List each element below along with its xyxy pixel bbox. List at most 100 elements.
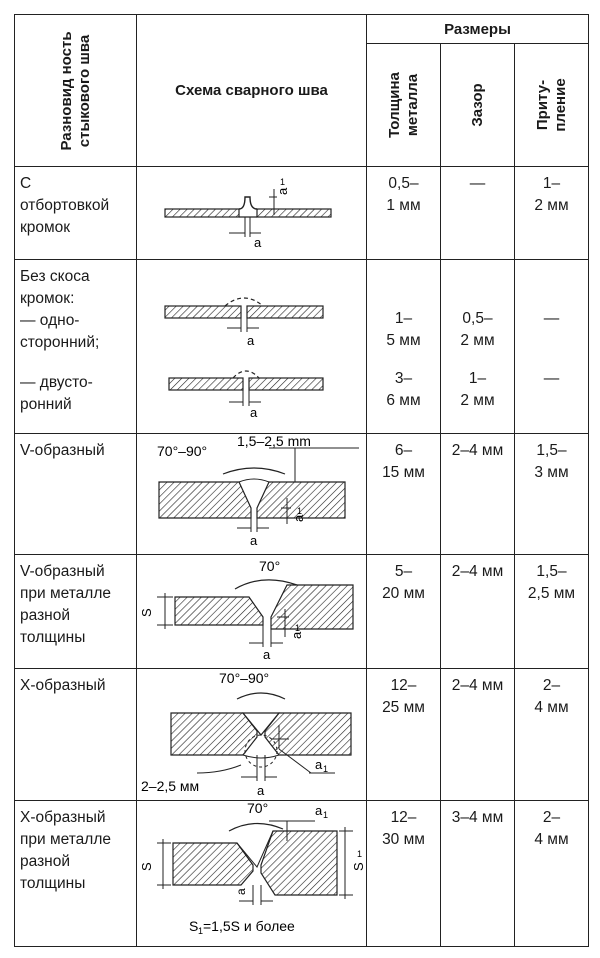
label-a1: a [291, 514, 306, 522]
value-line: 12– [390, 677, 417, 694]
value-line: 5 мм [386, 332, 421, 349]
thickness-cell: 12– 30 мм [366, 800, 441, 947]
label-a1: a [315, 803, 323, 818]
thickness-cell: 12– 25 мм [366, 668, 441, 801]
value-line: 4 мм [534, 699, 569, 716]
kind-line: ронний [20, 396, 72, 413]
kind-line: разной [20, 607, 71, 624]
header-bluntness-cell: Приту- пление [514, 43, 589, 167]
value-line: 2 мм [534, 197, 569, 214]
value-line: 4 мм [534, 831, 569, 848]
label-angle: 70°–90° [219, 670, 269, 686]
label-a1-sub: 1 [297, 506, 302, 516]
header-gap: Зазор [468, 83, 486, 127]
value-line: — [543, 370, 560, 387]
value-line: 1 мм [386, 197, 421, 214]
kind-line: кромок: [20, 290, 75, 307]
value-line: 1,5– [536, 442, 567, 459]
label-a: a [257, 783, 265, 798]
kind-cell: С отбортовкой кромок [14, 166, 137, 260]
bluntness-cell: 2– 4 мм [514, 800, 589, 947]
table-row: X-образный при металле разной толщины [14, 800, 589, 947]
label-a: a [234, 888, 248, 895]
value-line: 0,5– [388, 175, 419, 192]
header-kind-cell: Разновид ность стыкового шва [14, 14, 137, 167]
table-row: V-образный при металле разной толщины [14, 554, 589, 669]
kind-line: при металле [20, 831, 111, 848]
v-weld-scheme: 70°–90° 1,5–2,5 mm a a 1 [136, 433, 367, 555]
label-a: a [254, 235, 262, 250]
header-gap-cell: Зазор [440, 43, 515, 167]
bluntness-cell: 1– 2 мм [514, 166, 589, 260]
kind-line: X-образный [20, 809, 106, 826]
kind-line: — двусто- [20, 374, 93, 391]
v-weld-diagram: 70°–90° 1,5–2,5 mm a a 1 [157, 434, 359, 548]
table-row: V-образный [14, 433, 589, 555]
header-bluntness: Приту- пление [533, 78, 569, 132]
value-line: 2– [542, 809, 561, 826]
label-angle: 70°–90° [157, 443, 207, 459]
value-line: 2– [542, 677, 561, 694]
value-line: 1– [394, 310, 413, 327]
value-line: 2–4 мм [451, 442, 504, 459]
value-line: 20 мм [382, 585, 425, 602]
bluntness-cell: 1,5– 2,5 мм [514, 554, 589, 669]
value-line: 2–4 мм [451, 677, 504, 694]
kind-line: разной [20, 853, 71, 870]
gap-cell: — [440, 166, 515, 260]
table-row: X-образный [14, 668, 589, 801]
header-dimensions: Размеры [366, 14, 589, 44]
kind-line: — одно- [20, 312, 80, 329]
label-s1: S [351, 862, 366, 871]
thickness-cell: 1– 5 мм 3– 6 мм [366, 259, 441, 434]
gap-cell: 2–4 мм [440, 554, 515, 669]
label-a-double: a [250, 405, 258, 420]
value-line: 15 мм [382, 464, 425, 481]
value-line: 3 мм [534, 464, 569, 481]
butt-weld-table: Разновид ность стыкового шва Схема сварн… [14, 14, 589, 947]
thickness-cell: 6– 15 мм [366, 433, 441, 555]
label-s1-sub: 1 [357, 849, 362, 859]
kind-cell: Без скоса кромок: — одно- сторонний; — д… [14, 259, 137, 434]
value-line: — [469, 175, 486, 192]
value-line: 30 мм [382, 831, 425, 848]
label-a: a [247, 333, 255, 348]
value-line: 1– [468, 370, 487, 387]
label-a1: a [289, 631, 304, 639]
label-a1-sub: 1 [280, 177, 285, 187]
gap-cell: 0,5– 2 мм 1– 2 мм [440, 259, 515, 434]
label-a: a [263, 647, 271, 662]
gap-cell: 3–4 мм [440, 800, 515, 947]
kind-line: сторонний; [20, 334, 100, 351]
value-line: 3–4 мм [451, 809, 504, 826]
kind-line: толщины [20, 629, 86, 646]
kind-line: отбортовкой [20, 197, 110, 214]
v-weld-unequal-diagram: 70° S a a 1 [139, 558, 354, 662]
value-line: 3– [394, 370, 413, 387]
value-line: 6– [394, 442, 413, 459]
label-a1: a [275, 187, 290, 195]
value-line: 2,5 мм [527, 585, 576, 602]
bluntness-cell: — — [514, 259, 589, 434]
kind-line: V-образный [20, 442, 105, 459]
kind-line: кромок [20, 219, 71, 236]
table-row: Без скоса кромок: — одно- сторонний; — д… [14, 259, 589, 434]
kind-line: Без скоса [20, 268, 90, 285]
header-scheme: Схема сварного шва [136, 14, 367, 167]
kind-line: при металле [20, 585, 111, 602]
kind-line: V-образный [20, 563, 105, 580]
label-angle: 70° [259, 558, 280, 574]
label-a1: a [315, 757, 323, 772]
v-weld-unequal-scheme: 70° S a a 1 [136, 554, 367, 669]
label-s: S [139, 862, 154, 871]
value-line: 6 мм [386, 392, 421, 409]
x-weld-unequal-scheme: 70° a 1 S S 1 a S 1 =1,5S и более [136, 800, 367, 947]
value-line: 0,5– [462, 310, 493, 327]
label-s: S [139, 608, 154, 617]
label-a1-sub: 1 [323, 810, 328, 820]
value-line: 12– [390, 809, 417, 826]
bluntness-cell: 1,5– 3 мм [514, 433, 589, 555]
kind-cell: V-образный [14, 433, 137, 555]
label-a1-sub: 1 [323, 764, 328, 774]
label-a1-sub: 1 [295, 623, 300, 633]
